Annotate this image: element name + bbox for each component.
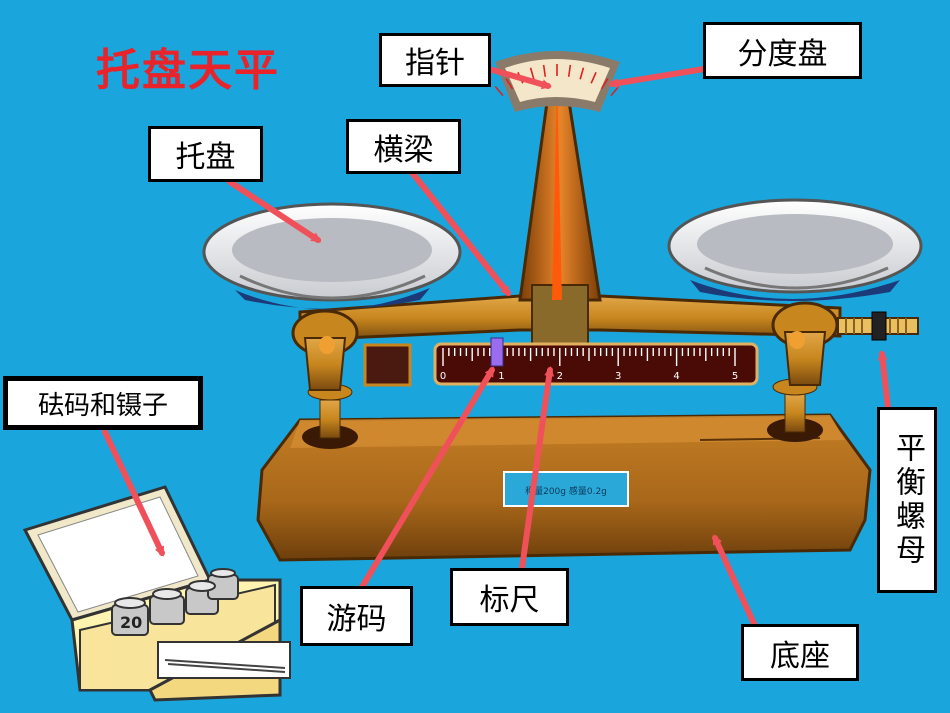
arrow-beam — [407, 167, 511, 297]
scale-tick-label: 1 — [498, 371, 504, 382]
label-weights-tweezers: 砝码和镊子 — [3, 376, 203, 430]
label-balance-nut: 平衡螺母 — [877, 407, 937, 593]
left-support — [302, 383, 358, 449]
label-beam: 横梁 — [346, 119, 461, 174]
weights-box: 20 — [22, 485, 291, 702]
label-rider: 游码 — [300, 586, 413, 646]
scale-rule: 0 1 2 3 4 5 — [363, 342, 759, 387]
scale-tick-label: 3 — [615, 371, 621, 382]
arrow-weights — [102, 429, 165, 557]
arrow-pan — [227, 179, 322, 243]
right-pan — [667, 198, 923, 301]
arrow-rider — [359, 366, 495, 590]
label-scale: 标尺 — [450, 568, 569, 626]
label-pointer: 指针 — [379, 33, 491, 87]
arrow-dial — [608, 65, 713, 88]
rider-block — [490, 337, 504, 367]
label-dial: 分度盘 — [703, 22, 862, 79]
balance-nut — [837, 311, 919, 341]
page-title: 托盘天平 — [96, 45, 280, 96]
scale-tick-label: 0 — [440, 371, 446, 382]
dial-plate — [494, 51, 620, 112]
pointer-needle — [552, 80, 562, 300]
scale-tick-label: 5 — [732, 371, 738, 382]
label-base: 底座 — [741, 624, 859, 681]
svg-text:称量200g 感量0.2g: 称量200g 感量0.2g — [525, 485, 607, 497]
tweezers — [164, 659, 286, 673]
weight-label: 20 — [120, 613, 142, 632]
arrow-balance-nut — [877, 350, 891, 411]
center-column — [518, 80, 602, 376]
left-pan — [202, 202, 462, 310]
arrow-scale — [519, 366, 555, 571]
scale-tick-label: 2 — [557, 371, 563, 382]
arrow-base — [712, 534, 758, 629]
scale-tick-label: 4 — [673, 371, 679, 382]
right-support — [767, 378, 823, 442]
label-pan: 托盘 — [148, 126, 263, 182]
